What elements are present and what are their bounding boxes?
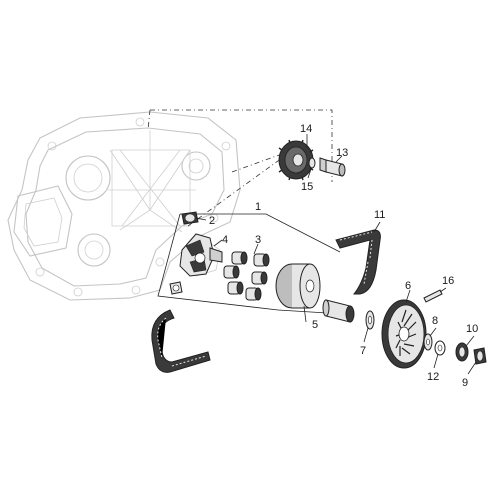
callout-14: 14: [300, 123, 312, 135]
callout-16: 16: [442, 275, 454, 287]
callout-15: 15: [301, 181, 313, 193]
part-pin-16: [423, 289, 443, 303]
callout-labels: 1 2 3 4 5 6 7 8 9 10 11 12 13 14 15 16: [209, 123, 478, 389]
part-fan-pulley: [381, 299, 427, 369]
callout-13: 13: [336, 147, 348, 159]
callout-3: 3: [255, 234, 261, 246]
callout-10: 10: [466, 323, 478, 335]
part-nut-9: [473, 347, 487, 365]
part-ramp-plate: [179, 233, 223, 277]
part-drive-belt-upper: [335, 229, 381, 295]
callout-6: 6: [405, 280, 411, 292]
leader-lines: [195, 134, 477, 375]
part-spacer-12: [434, 340, 446, 356]
part-roller-weights: [223, 251, 270, 301]
part-sleeve-bushing: [322, 299, 355, 323]
part-washer-15: [308, 157, 316, 169]
callout-8: 8: [432, 315, 438, 327]
part-small-nut: [169, 281, 183, 295]
callout-9: 9: [462, 377, 468, 389]
part-drive-belt-lower: [151, 309, 211, 373]
part-idler-shaft: [319, 157, 346, 177]
part-bushing-2: [181, 211, 199, 225]
callout-7: 7: [360, 345, 366, 357]
crankcase-ghost: [7, 111, 241, 301]
callout-5: 5: [312, 319, 318, 331]
part-toothed-washer: [455, 342, 469, 362]
callout-4: 4: [222, 234, 228, 246]
callout-2: 2: [209, 215, 215, 227]
part-washer-8: [423, 333, 433, 351]
part-idler-gear: [278, 139, 314, 181]
callout-1: 1: [255, 201, 261, 213]
callout-11: 11: [374, 209, 385, 221]
callout-12: 12: [427, 371, 439, 383]
part-washer-7: [365, 310, 375, 330]
part-variator-drum: [275, 263, 321, 309]
